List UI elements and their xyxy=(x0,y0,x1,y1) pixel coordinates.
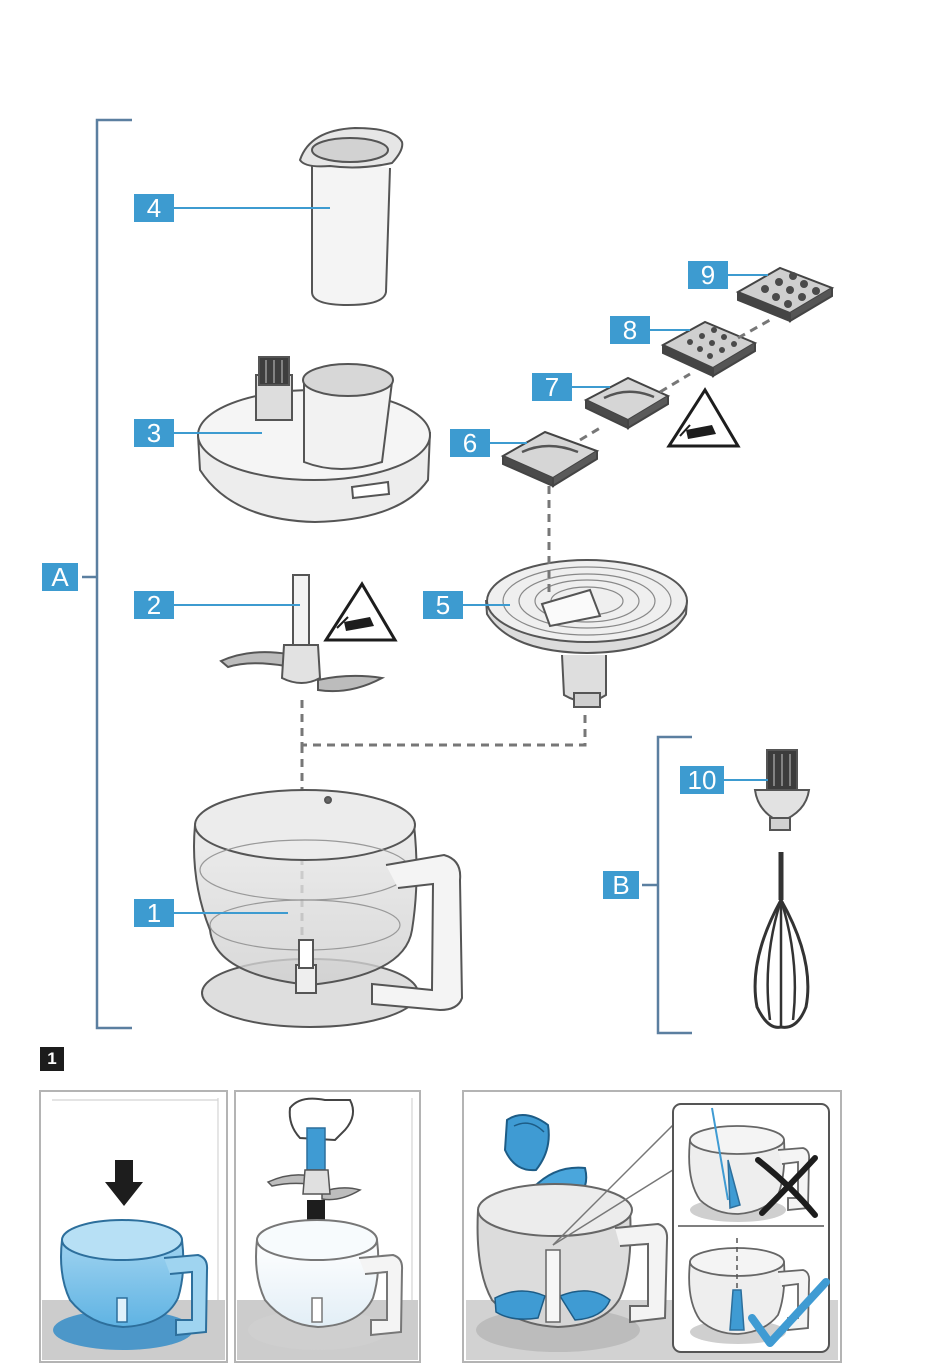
disc-carrier-illustration xyxy=(486,560,687,707)
pusher-illustration xyxy=(300,128,402,305)
warning-cut-hand-icon xyxy=(669,390,738,446)
step-panel-1 xyxy=(40,1091,227,1362)
part-label-8: 8 xyxy=(610,316,650,344)
insert-disc-7 xyxy=(586,378,668,428)
whisk-gear-illustration xyxy=(755,750,809,830)
group-label-a: A xyxy=(42,563,78,591)
whisk-illustration xyxy=(755,852,808,1027)
insert-disc-6 xyxy=(503,432,597,486)
part-label-7: 7 xyxy=(532,373,572,401)
step-panel-2 xyxy=(235,1091,420,1362)
lid-illustration xyxy=(198,357,430,522)
bracket-a xyxy=(82,120,132,1028)
part-label-10: 10 xyxy=(680,766,724,794)
group-label-b: B xyxy=(603,871,639,899)
part-label-6: 6 xyxy=(450,429,490,457)
step-number-badge: 1 xyxy=(40,1047,64,1071)
part-label-3: 3 xyxy=(134,419,174,447)
step-panel-3 xyxy=(463,1091,841,1362)
bowl-illustration xyxy=(194,790,462,1027)
part-label-4: 4 xyxy=(134,194,174,222)
part-label-9: 9 xyxy=(688,261,728,289)
part-label-1: 1 xyxy=(134,899,174,927)
part-label-2: 2 xyxy=(134,591,174,619)
part-label-5: 5 xyxy=(423,591,463,619)
warning-cut-hand-icon xyxy=(326,584,395,640)
